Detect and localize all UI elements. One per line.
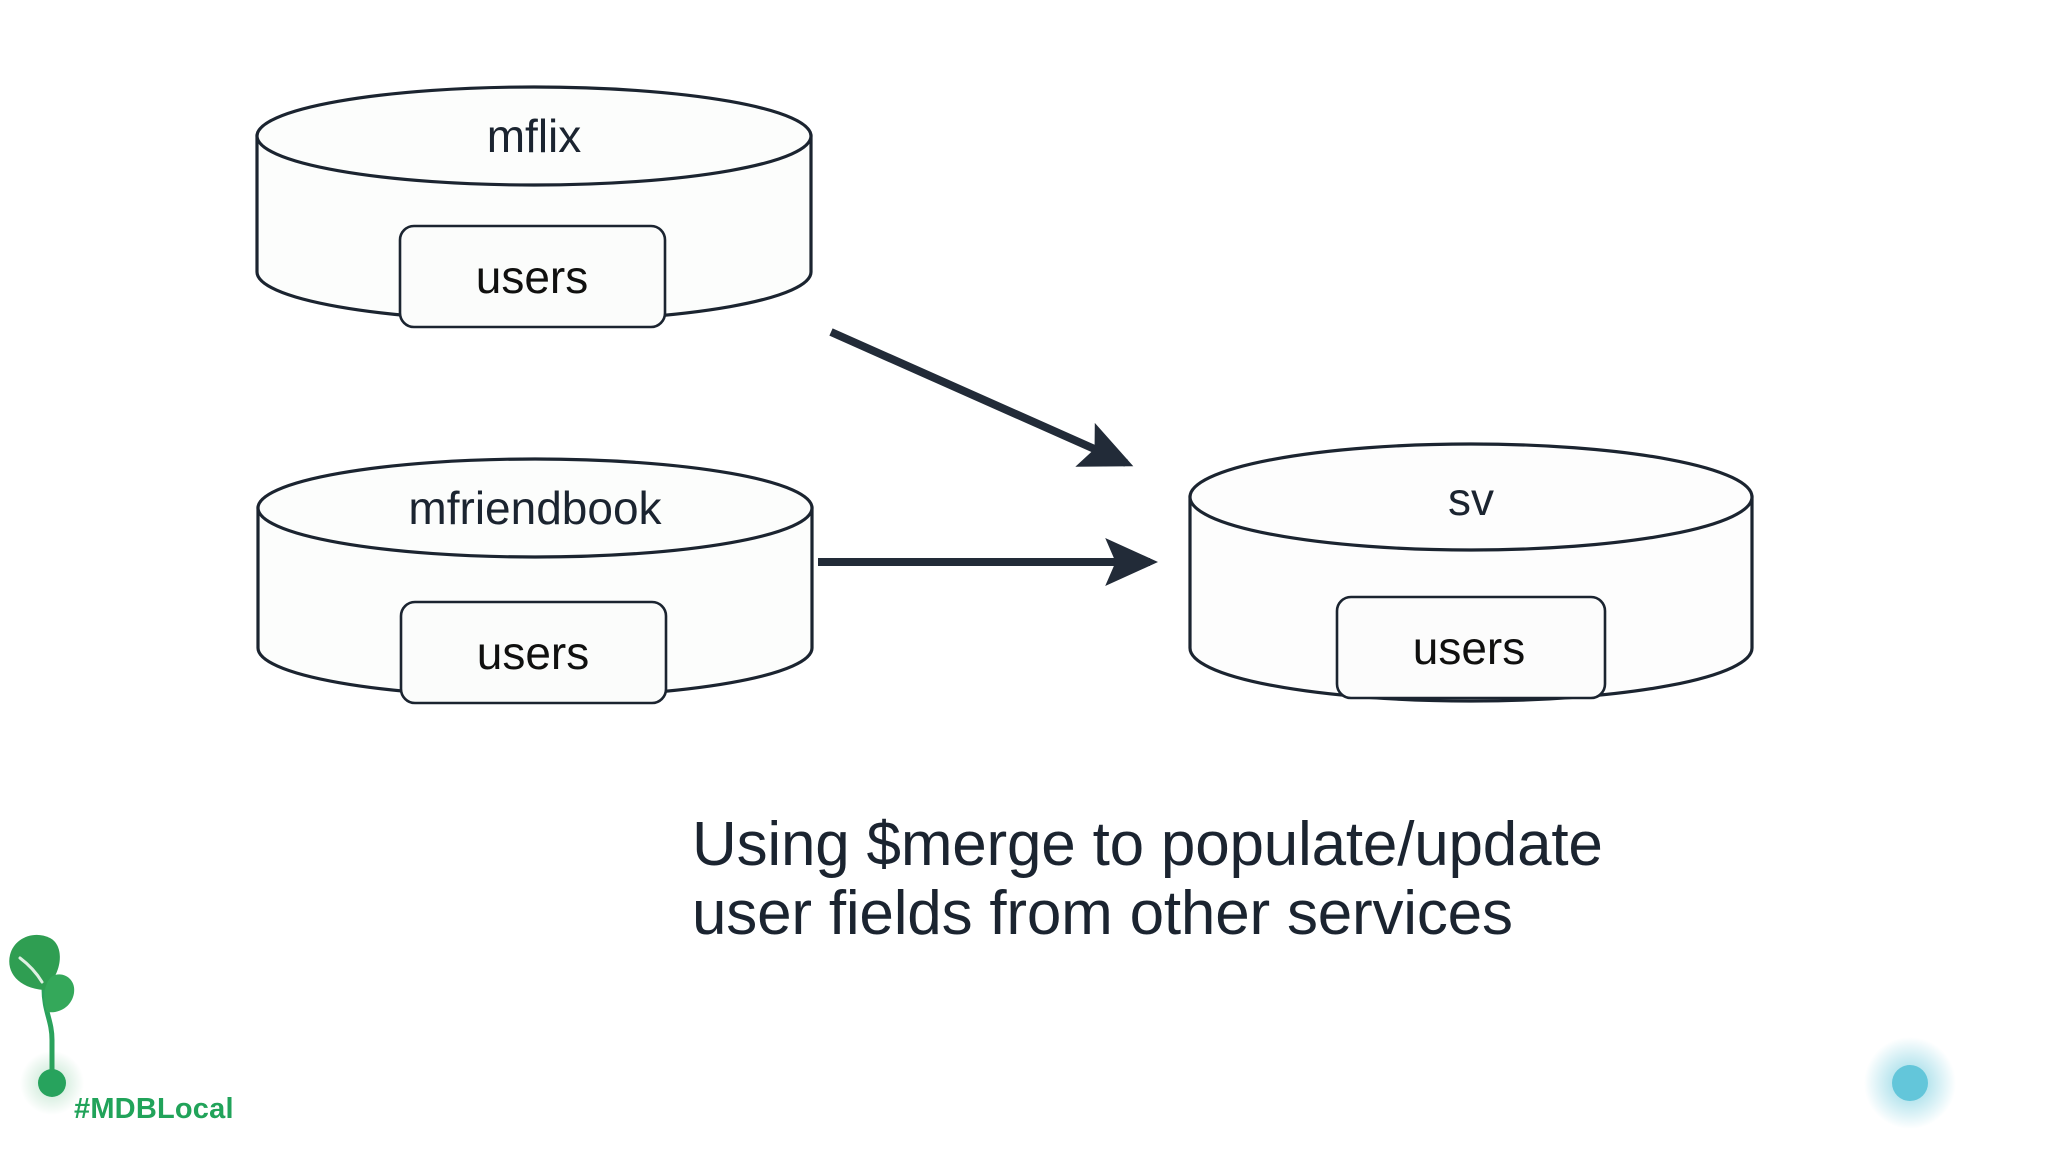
database-cylinder-sv[interactable]: sv users (1188, 442, 1754, 703)
database-cylinder-mfriendbook[interactable]: mfriendbook users (256, 457, 814, 705)
sprout-leaf-left-vein (18, 956, 44, 984)
green-dot-icon (38, 1069, 66, 1097)
cylinder-top-ellipse (255, 85, 813, 187)
cylinder-top-ellipse (256, 457, 814, 559)
database-cylinder-mflix[interactable]: mflix users (255, 85, 813, 329)
collection-box-mflix-users[interactable] (398, 224, 667, 329)
collection-label-sv-users: users (1413, 622, 1525, 674)
collection-label-mfriendbook-users: users (477, 627, 589, 679)
cylinder-top-ellipse (1188, 442, 1754, 552)
sprout-leaf-right-icon (44, 974, 75, 1013)
caption-line-2: user fields from other services (692, 879, 1513, 949)
database-title-sv: sv (1448, 473, 1494, 525)
brand-footer (9, 934, 2030, 1129)
sprout-leaf-left-icon (9, 934, 60, 990)
database-title-mfriendbook: mfriendbook (408, 482, 662, 534)
caption-line-1: Using $merge to populate/update (692, 810, 1603, 879)
collection-label-mflix-users: users (476, 251, 588, 303)
database-title-mflix: mflix (487, 110, 582, 162)
stem-horizontal-guide (52, 1038, 2030, 1071)
collection-box-mfriendbook-users[interactable] (399, 600, 668, 705)
blue-dot-icon (1892, 1065, 1928, 1101)
slide-caption: Using $merge to populate/update user fie… (692, 810, 1872, 949)
brand-hashtag: #MDBLocal (74, 1093, 234, 1125)
arrow-mflix-to-sv (829, 328, 1134, 467)
stem-guide-2 (52, 1035, 1910, 1069)
stem-guide (52, 1030, 1910, 1069)
collection-box-sv-users[interactable] (1335, 595, 1607, 700)
